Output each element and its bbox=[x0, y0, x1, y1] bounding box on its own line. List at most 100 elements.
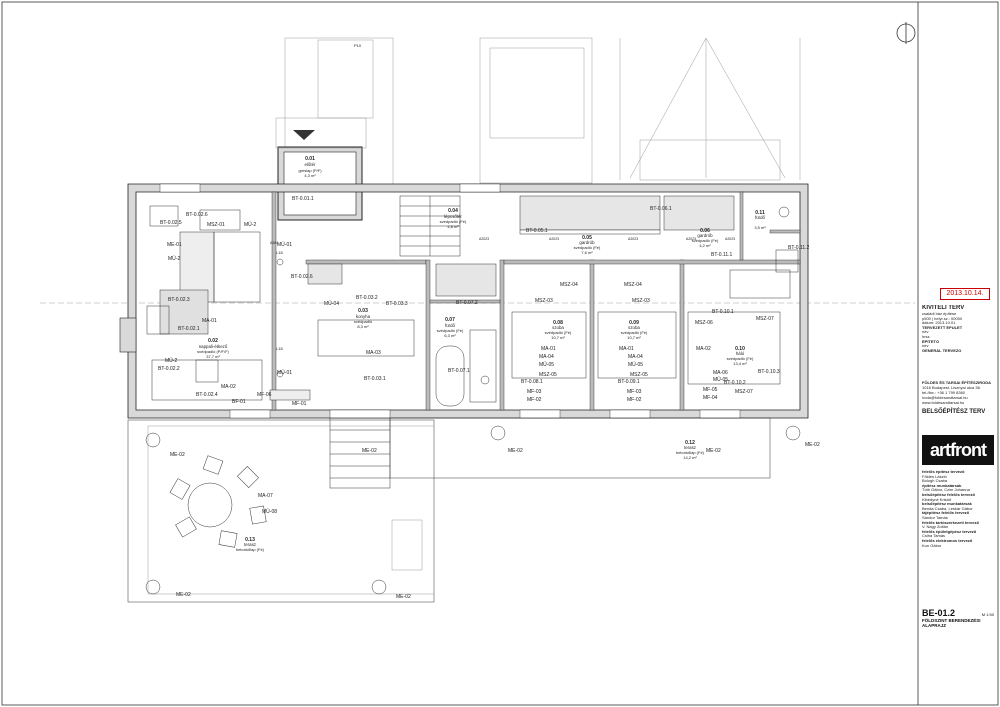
tag: BT-0.10.2 bbox=[724, 380, 746, 386]
staff-line: Kun Gábor bbox=[922, 543, 942, 548]
room-0.12-num: 0.12 bbox=[685, 440, 695, 446]
room-0.09-area: 10,7 m² bbox=[627, 335, 641, 340]
tag: BT-0.10.1 bbox=[712, 309, 734, 315]
room-0.04-num: 0.04 bbox=[448, 208, 458, 214]
room-0.11-name: fürdő bbox=[755, 215, 766, 220]
firm-info: FÖLDES ÉS TARSAI ÉPÍTÉSZIRODA 1016 Budap… bbox=[922, 380, 994, 415]
firm-email: iroda@foldesandtarsai.hu bbox=[922, 395, 968, 400]
room-0.11-num: 0.11 bbox=[755, 210, 765, 216]
tag: MA-02 bbox=[696, 346, 711, 352]
staff-list: felelős építész tervező Földes László Bo… bbox=[922, 470, 994, 548]
tag: MA-06 bbox=[713, 370, 728, 376]
tag: MSZ-05 bbox=[539, 372, 557, 378]
tag: A284 bbox=[270, 241, 278, 245]
staff-line: felelős építész tervező bbox=[922, 470, 965, 474]
tag: MSZ-04 bbox=[624, 282, 642, 288]
tag: MA-04 bbox=[539, 354, 554, 360]
tag: MÜ-2 bbox=[244, 221, 256, 228]
tag: MF-03 bbox=[527, 389, 542, 395]
room-0.08-sub: svédpadló (Fé) bbox=[545, 330, 572, 335]
sheet-title-2: ALAPRAJZ bbox=[922, 623, 947, 628]
tag: BT-0.10.3 bbox=[758, 369, 780, 375]
info-line: ÉPÍTETŐ bbox=[922, 339, 940, 344]
tag: MSZ-03 bbox=[632, 298, 650, 304]
tag: BT-0.02.6 bbox=[291, 274, 313, 280]
tag: A2023 bbox=[725, 237, 735, 241]
tag: L18 bbox=[276, 250, 283, 255]
tag: BT-0.02.5 bbox=[160, 220, 182, 226]
tag: MF-04 bbox=[703, 395, 718, 401]
tag: BT-0.09.1 bbox=[618, 379, 640, 385]
staff-line: Tóth Gábor, Czim Johanna bbox=[922, 488, 970, 493]
furniture bbox=[146, 205, 799, 407]
tag: A2023 bbox=[628, 237, 638, 241]
tag: BT-0.07.2 bbox=[456, 300, 478, 306]
room-0.10-num: 0.10 bbox=[735, 346, 745, 352]
staff-line: felelős épületgépész tervező bbox=[922, 529, 977, 534]
tag: MA-04 bbox=[628, 354, 643, 360]
tag: BT-0.11.1 bbox=[711, 252, 733, 258]
room-0.01-area: 4,3 m² bbox=[304, 173, 316, 178]
info-line: név bbox=[922, 330, 929, 335]
room-0.07-name: fürdő bbox=[445, 323, 456, 328]
room-0.09-name: szoba bbox=[628, 325, 640, 330]
lower-terrace bbox=[127, 417, 801, 603]
tag: P10 bbox=[354, 43, 362, 48]
room-0.04-sub: svédpadló (Fé) bbox=[440, 219, 467, 224]
staff-line: építész munkatársak bbox=[922, 483, 962, 488]
sheet-number-block: BE-01.2 M 1:50 FÖLDSZINT BERENDEZÉSI ALA… bbox=[922, 608, 994, 628]
tag: MÜ-01 bbox=[277, 241, 292, 248]
room-0.05-area: 7,6 m² bbox=[581, 250, 593, 255]
room-0.04-name: lépcsőtér bbox=[444, 214, 462, 219]
tag: MSZ-03 bbox=[535, 298, 553, 304]
tag: ME-02 bbox=[706, 448, 721, 454]
room-0.13-name: terasz bbox=[244, 542, 256, 547]
staff-line: belsőépítész munkatársak bbox=[922, 502, 972, 507]
firm-web: www.foldesandtarsai.hu bbox=[922, 400, 965, 405]
room-0.05-name: gardrób bbox=[579, 240, 595, 245]
room-labels: 0.01 előtér greslap (P/F) 4,3 m² 0.02 na… bbox=[197, 156, 766, 552]
tag: ME-01 bbox=[167, 242, 182, 248]
staff-line: V. Nagy Zoltán bbox=[922, 525, 949, 530]
tag: BT-0.02.6 bbox=[186, 212, 208, 218]
tag: A2023 bbox=[686, 237, 696, 241]
room-0.02-num: 0.02 bbox=[208, 338, 218, 344]
tag: ME-02 bbox=[508, 448, 523, 454]
room-0.08-num: 0.08 bbox=[553, 320, 563, 326]
staff-line: belsőépítész felelős tervező bbox=[922, 492, 975, 497]
firm-phone: tel./fax.: +36 1 799 8360 bbox=[922, 390, 966, 395]
sheet-scale: M 1:50 bbox=[981, 612, 994, 617]
tag: MA-01 bbox=[619, 346, 634, 352]
tag: MF-02 bbox=[527, 397, 542, 403]
tag: MA-02 bbox=[221, 384, 236, 390]
tag: BT-0.01.1 bbox=[292, 196, 314, 202]
staff-line: Földes László bbox=[922, 474, 947, 479]
tag: MA-07 bbox=[258, 493, 273, 499]
tag: MÜ-05 bbox=[628, 361, 643, 368]
info-line: p500 | helyr.sz.: 00000 bbox=[922, 316, 963, 321]
tag: MÜ-2 bbox=[168, 255, 180, 262]
room-0.08-area: 10,7 m² bbox=[551, 335, 565, 340]
room-0.01-sub: greslap (P/F) bbox=[298, 168, 322, 173]
tag: MA-01 bbox=[202, 318, 217, 324]
firm-address: 1016 Budapest, Lisznyai utca 36. bbox=[922, 385, 981, 390]
tag: ME-02 bbox=[805, 442, 820, 448]
tag: BF-01 bbox=[232, 399, 246, 405]
tag: BT-0.03.2 bbox=[356, 295, 378, 301]
room-0.02-sub: svédpadló (P/F/F) bbox=[197, 349, 229, 354]
tag: MÜ-05 bbox=[539, 361, 554, 368]
room-0.12-name: terasz bbox=[684, 445, 696, 450]
tag: MF-06 bbox=[257, 392, 272, 398]
tag: BT-0.03.3 bbox=[386, 301, 408, 307]
tag: MÜ-01 bbox=[277, 369, 292, 376]
room-0.04-area: 4,8 m² bbox=[447, 224, 459, 229]
room-0.01-num: 0.01 bbox=[305, 156, 315, 162]
entrance-vestibule bbox=[275, 117, 367, 221]
tag: MSZ-04 bbox=[560, 282, 578, 288]
room-0.12-area: 14,2 m² bbox=[683, 455, 697, 460]
tag: ME-02 bbox=[176, 592, 191, 598]
room-0.07-sub: svédpadló (Fé) bbox=[437, 328, 464, 333]
tag: BT-0.08.1 bbox=[521, 379, 543, 385]
